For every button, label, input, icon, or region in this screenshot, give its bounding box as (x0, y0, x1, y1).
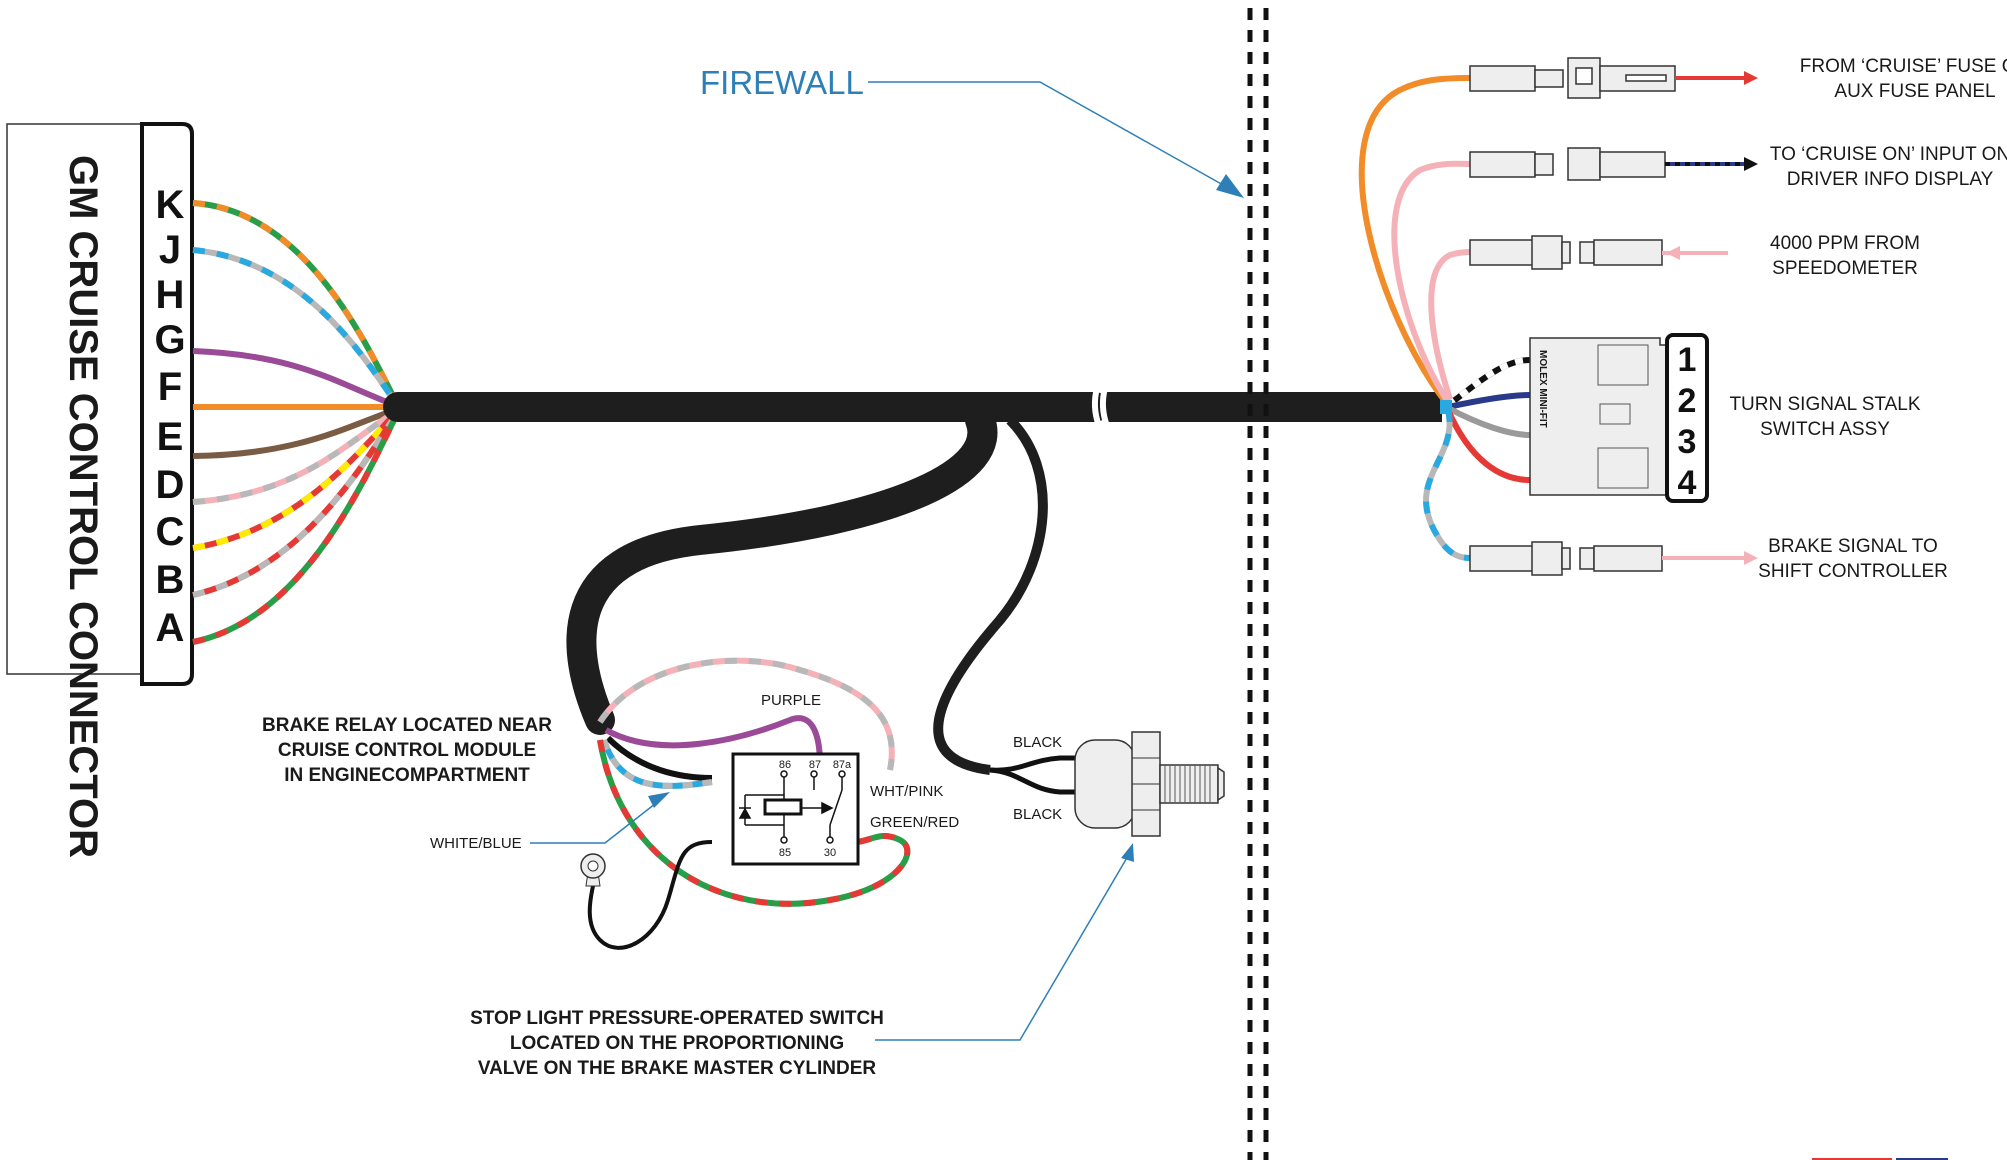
brake-signal-label-2: SHIFT CONTROLLER (1758, 561, 1948, 582)
relay-labels: PURPLE WHT/PINK GREEN/RED WHITE/BLUE (430, 692, 959, 852)
brake-signal-arrow-icon (1744, 551, 1758, 565)
stalk-label-2: SWITCH ASSY (1760, 419, 1890, 440)
switch-note: STOP LIGHT PRESSURE-OPERATED SWITCH LOCA… (470, 1008, 884, 1079)
relay-note: BRAKE RELAY LOCATED NEAR CRUISE CONTROL … (262, 715, 552, 786)
firewall-label: FIREWALL (700, 64, 864, 101)
relay-note-1: BRAKE RELAY LOCATED NEAR (262, 715, 552, 736)
speedo-label-1: 4000 PPM FROM (1770, 233, 1920, 254)
ground-ring-terminal-icon (580, 853, 606, 887)
switch-note-3: VALVE ON THE BRAKE MASTER CYLINDER (478, 1058, 877, 1079)
connector-title: GM CRUISE CONTROL CONNECTOR (61, 155, 105, 858)
molex-connector: MOLEX MINI-FIT 1 2 3 4 (1529, 333, 1709, 503)
speedo-arrow-icon (1666, 246, 1680, 260)
white-blue-wire-label: WHITE/BLUE (430, 835, 522, 852)
connector-pin-labels: K J H G F E D C B A (154, 183, 185, 650)
cruise-on-label-1: TO ‘CRUISE ON’ INPUT ON (1770, 144, 2007, 165)
relay-schematic-icon (738, 770, 846, 844)
terminal-30: 30 (824, 847, 836, 859)
pin-b: B (156, 558, 185, 602)
pin-a: A (156, 606, 185, 650)
speedo-label-2: SPEEDOMETER (1772, 258, 1918, 279)
terminal-87: 87 (809, 759, 821, 771)
brake-relay: 86 87 87a 85 30 (731, 752, 860, 866)
logo-stripe (1812, 1158, 1948, 1160)
switch-arrow-icon (1121, 843, 1134, 862)
terminal-86: 86 (779, 759, 791, 771)
white-blue-arrow-icon (648, 792, 670, 808)
stalk-label-1: TURN SIGNAL STALK (1729, 394, 1920, 415)
cruise-on-arrow-icon (1744, 157, 1758, 171)
pressure-switch (1074, 731, 1225, 837)
gm-cruise-connector: GM CRUISE CONTROL CONNECTOR K J H G F E … (6, 122, 194, 858)
pin-k: K (156, 183, 185, 227)
connector-wires (192, 200, 398, 645)
pin-c: C (156, 510, 185, 554)
firewall-arrow-icon (1216, 174, 1244, 198)
firewall: FIREWALL (700, 8, 1269, 1160)
brake-signal-label-1: BRAKE SIGNAL TO (1768, 536, 1938, 557)
molex-pin-4: 4 (1678, 464, 1697, 502)
brake-signal-connector (1469, 541, 1663, 576)
right-labels: FROM ‘CRUISE’ FUSE ON AUX FUSE PANEL TO … (1729, 56, 2007, 582)
pin-f: F (158, 365, 182, 409)
green-red-wire-label: GREEN/RED (870, 814, 959, 831)
wht-pink-wire-label: WHT/PINK (870, 783, 943, 800)
molex-pin-2: 2 (1678, 382, 1697, 420)
pin-d: D (156, 463, 185, 507)
switch-labels: BLACK BLACK (1013, 734, 1062, 823)
terminal-85: 85 (779, 847, 791, 859)
fuse-connector (1469, 57, 1676, 99)
black-wire-top-label: BLACK (1013, 734, 1062, 751)
black-wire-bottom-label: BLACK (1013, 806, 1062, 823)
purple-wire-label: PURPLE (761, 692, 821, 709)
fuse-label-2: AUX FUSE PANEL (1834, 81, 1995, 102)
molex-pin-1: 1 (1678, 341, 1697, 379)
terminal-87a: 87a (833, 759, 852, 771)
molex-pin-3: 3 (1678, 423, 1697, 461)
right-connectors (1469, 57, 1758, 576)
pin-j: J (159, 228, 181, 272)
cruise-on-connector (1469, 147, 1666, 181)
speedo-connector (1469, 235, 1663, 270)
molex-label: MOLEX MINI-FIT (1537, 350, 1548, 428)
cruise-on-label-2: DRIVER INFO DISPLAY (1787, 169, 1994, 190)
relay-note-3: IN ENGINECOMPARTMENT (284, 765, 530, 786)
pin-g: G (154, 318, 185, 362)
fuse-label-1: FROM ‘CRUISE’ FUSE ON (1800, 56, 2007, 77)
pin-e: E (157, 415, 184, 459)
switch-note-2: LOCATED ON THE PROPORTIONING (510, 1033, 844, 1054)
brake-relay-wires (587, 657, 911, 950)
switch-note-1: STOP LIGHT PRESSURE-OPERATED SWITCH (470, 1008, 884, 1029)
relay-note-2: CRUISE CONTROL MODULE (278, 740, 536, 761)
main-harness (383, 387, 1442, 775)
fuse-arrow-icon (1744, 71, 1758, 85)
right-wires (1358, 75, 1531, 561)
pin-h: H (156, 273, 185, 317)
pressure-switch-wires (989, 755, 1075, 795)
